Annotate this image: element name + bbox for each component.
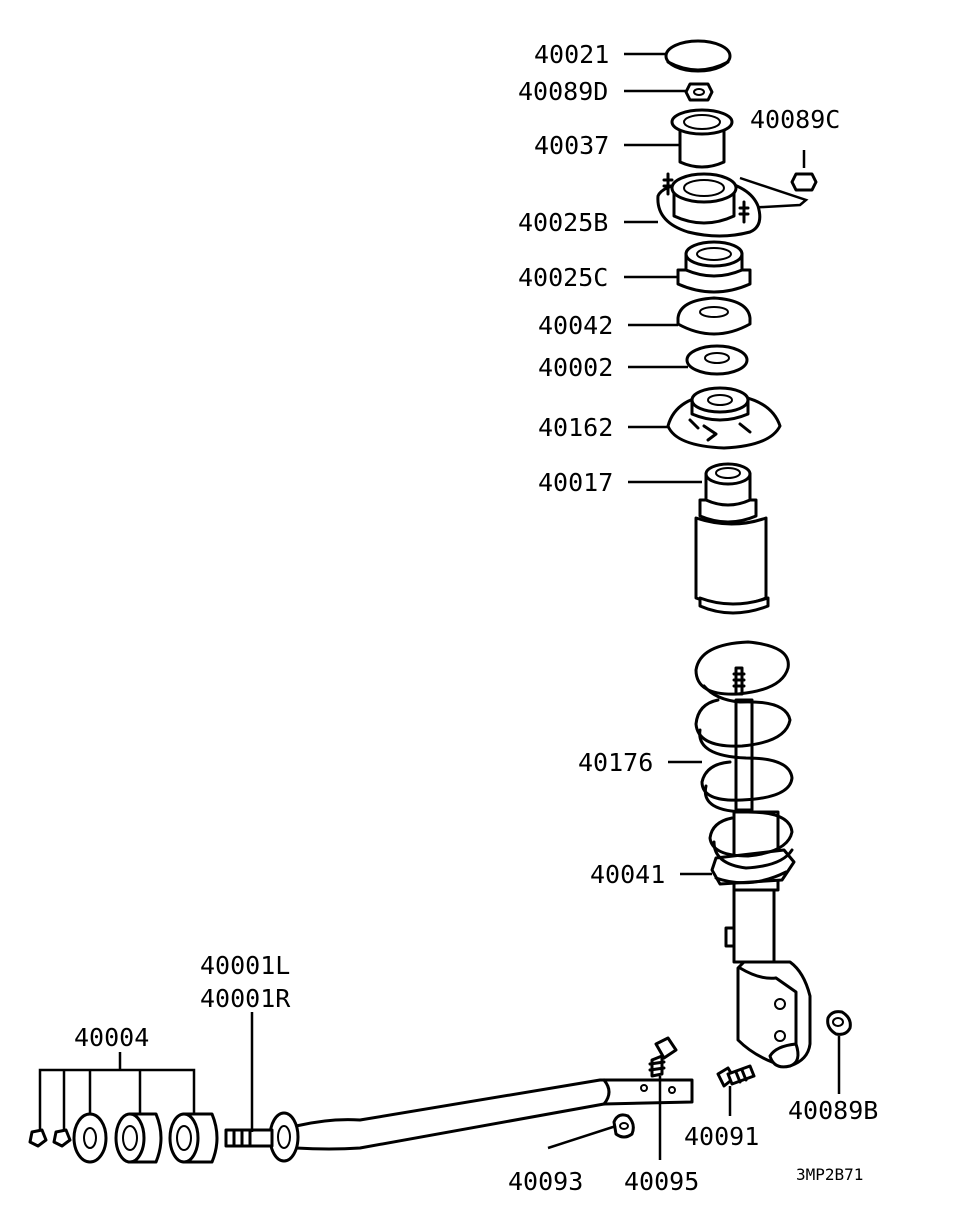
part-bushing-kit — [28, 1112, 219, 1164]
label-40041: 40041 — [590, 860, 665, 889]
part-strut-mount — [656, 172, 762, 238]
part-bushing — [670, 108, 734, 169]
drawing-code: 3MP2B71 — [796, 1165, 863, 1184]
label-40001L: 40001L — [200, 951, 290, 980]
label-40017: 40017 — [538, 468, 613, 497]
label-40089B: 40089B — [788, 1096, 878, 1125]
label-40001R: 40001R — [200, 984, 291, 1013]
label-40037: 40037 — [534, 131, 609, 160]
label-40002: 40002 — [538, 353, 613, 382]
label-40093: 40093 — [508, 1167, 583, 1196]
part-lateral-rod — [224, 1078, 694, 1163]
label-40089C: 40089C — [750, 105, 840, 134]
label-40095: 40095 — [624, 1167, 699, 1196]
label-40025B: 40025B — [518, 208, 608, 237]
part-link-nut — [612, 1113, 635, 1139]
part-top-nut — [684, 82, 714, 102]
part-lower-nut — [826, 1010, 852, 1036]
label-40162: 40162 — [538, 413, 613, 442]
part-labels: 40021 40089D 40089C 40037 40025B 40025C … — [74, 40, 878, 1196]
part-coil-spring — [694, 640, 794, 870]
part-strut — [710, 666, 812, 1069]
part-dust-boot — [694, 462, 770, 615]
part-mount-nut — [739, 150, 818, 210]
label-40089D: 40089D — [518, 77, 608, 106]
part-cap — [664, 39, 732, 73]
leader-lines — [38, 52, 841, 1160]
label-40004: 40004 — [74, 1023, 149, 1052]
part-upper-seat — [676, 296, 752, 336]
part-bearing — [676, 240, 752, 294]
part-spring-seat — [666, 386, 782, 450]
label-40176: 40176 — [578, 748, 653, 777]
label-40091: 40091 — [684, 1122, 759, 1151]
label-40042: 40042 — [538, 311, 613, 340]
label-40021: 40021 — [534, 40, 609, 69]
part-washer — [685, 344, 749, 376]
part-bolt — [716, 1064, 756, 1088]
part-link-bolt — [648, 1036, 678, 1078]
label-40025C: 40025C — [518, 263, 608, 292]
